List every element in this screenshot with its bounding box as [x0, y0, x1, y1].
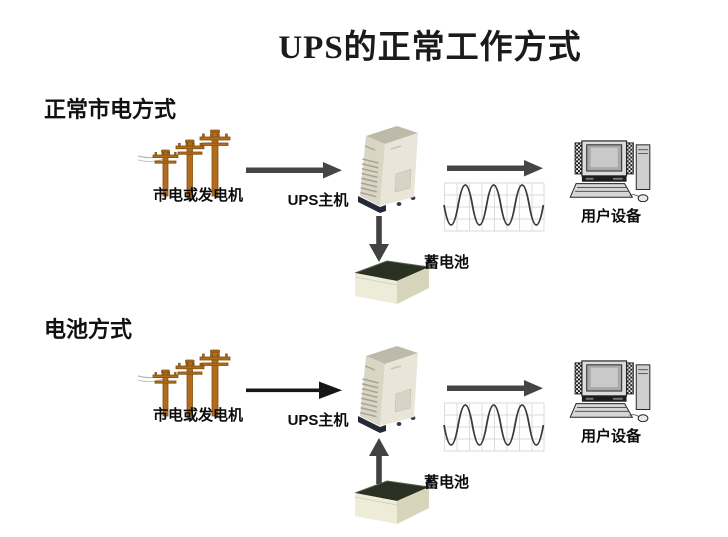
source-label: 市电或发电机	[152, 187, 243, 204]
computer-icon	[566, 139, 656, 205]
section-battery-mode: 电池方式	[0, 308, 728, 537]
power-poles-icon	[136, 126, 248, 198]
section-mode-label: 正常市电方式	[44, 97, 177, 122]
computer-icon	[566, 359, 656, 425]
arrow-up-icon	[369, 438, 389, 484]
page-title: UPS的正常工作方式	[278, 30, 582, 66]
arrow-down-icon	[369, 216, 389, 262]
ups-tower-icon	[350, 342, 426, 434]
device-label: 用户设备	[580, 428, 641, 445]
sine-wave-icon	[443, 401, 545, 453]
battery-label: 蓄电池	[424, 254, 470, 271]
power-poles-icon	[136, 346, 248, 418]
sine-wave-icon	[443, 181, 545, 233]
arrow-right-icon	[246, 380, 342, 400]
battery-icon	[351, 478, 431, 526]
source-label: 市电或发电机	[152, 407, 243, 424]
arrow-right-icon	[246, 160, 342, 180]
arrow-right-icon	[447, 158, 543, 178]
section-normal-mains: 正常市电方式	[0, 88, 728, 318]
ups-label: UPS主机	[287, 192, 349, 209]
battery-icon	[351, 258, 431, 306]
ups-tower-icon	[350, 122, 426, 214]
device-label: 用户设备	[580, 208, 641, 225]
ups-label: UPS主机	[287, 412, 349, 429]
section-mode-label: 电池方式	[44, 317, 133, 342]
battery-label: 蓄电池	[424, 474, 470, 491]
arrow-right-icon	[447, 378, 543, 398]
